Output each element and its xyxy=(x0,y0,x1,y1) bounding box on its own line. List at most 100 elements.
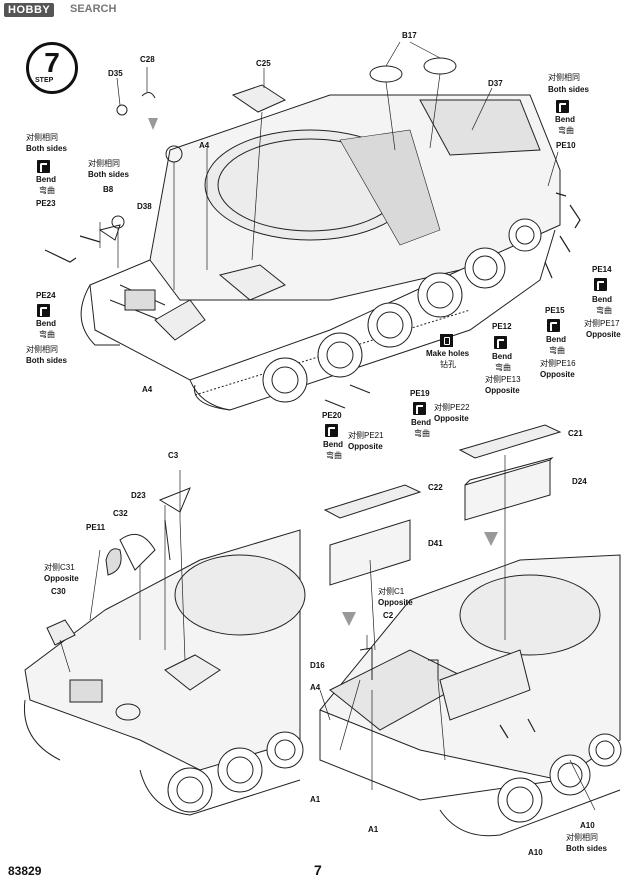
part-label: PE11 xyxy=(86,523,106,532)
part-label: B17 xyxy=(402,31,417,40)
bend-icon xyxy=(556,100,569,113)
note-bend-cn: 弯曲 xyxy=(558,126,574,135)
part-label: A1 xyxy=(310,795,321,804)
part-label: C21 xyxy=(568,429,583,438)
note-opposite-en: Opposite xyxy=(586,330,621,339)
note-both-sides-en: Both sides xyxy=(26,144,67,153)
note-bend-cn: 弯曲 xyxy=(414,429,430,438)
part-label: C22 xyxy=(428,483,443,492)
note-opposite-cn: 对侧PE21 xyxy=(348,431,384,440)
part-label: C30 xyxy=(51,587,66,596)
note-both-sides-en: Both sides xyxy=(566,844,607,853)
part-label: C25 xyxy=(256,59,271,68)
bend-icon xyxy=(325,424,338,437)
note-opposite-cn: 对侧PE22 xyxy=(434,403,470,412)
top-hull-drawing xyxy=(80,94,561,411)
part-label: PE12 xyxy=(492,322,512,331)
part-label: B8 xyxy=(103,185,114,194)
note-both-sides-en: Both sides xyxy=(26,356,67,365)
part-label: PE10 xyxy=(556,141,576,150)
note-both-sides-cn: 对侧相同 xyxy=(26,133,58,142)
step-badge: 7 STEP xyxy=(26,42,78,94)
note-bend-en: Bend xyxy=(36,175,56,184)
part-label: A10 xyxy=(580,821,595,830)
note-opposite-en: Opposite xyxy=(434,414,469,423)
note-bend-cn: 弯曲 xyxy=(495,363,511,372)
part-label: D35 xyxy=(108,69,123,78)
direction-arrows xyxy=(148,118,498,626)
note-opposite-cn: 对侧C1 xyxy=(378,587,405,596)
note-opposite-en: Opposite xyxy=(540,370,575,379)
part-label: C2 xyxy=(383,611,394,620)
part-label: A4 xyxy=(142,385,153,394)
note-bend-en: Bend xyxy=(546,335,566,344)
bend-icon xyxy=(37,160,50,173)
note-bend-en: Bend xyxy=(592,295,612,304)
note-bend-en: Bend xyxy=(411,418,431,427)
part-label: A1 xyxy=(368,825,379,834)
note-opposite-en: Opposite xyxy=(378,598,413,607)
note-opposite-cn: 对侧PE16 xyxy=(540,359,576,368)
part-label: A10 xyxy=(528,848,543,857)
note-bend-cn: 弯曲 xyxy=(39,186,55,195)
search-watermark: SEARCH xyxy=(70,3,117,15)
product-code: 83829 xyxy=(8,864,42,878)
part-label: D41 xyxy=(428,539,443,548)
part-label: PE20 xyxy=(322,411,342,420)
part-label: PE15 xyxy=(545,306,565,315)
part-label: PE24 xyxy=(36,291,56,300)
note-bend-cn: 弯曲 xyxy=(39,330,55,339)
part-label: D38 xyxy=(137,202,152,211)
note-bend-en: Bend xyxy=(492,352,512,361)
part-label: A4 xyxy=(199,141,210,150)
step-number: 7 xyxy=(44,47,60,78)
bend-icon xyxy=(37,304,50,317)
note-opposite-cn: 对侧PE13 xyxy=(485,375,521,384)
note-bend-cn: 弯曲 xyxy=(549,346,565,355)
note-opposite-en: Opposite xyxy=(348,442,383,451)
note-bend-cn: 弯曲 xyxy=(326,451,342,460)
note-make-holes-cn: 钻孔 xyxy=(440,360,456,369)
part-label: PE14 xyxy=(592,265,612,274)
note-both-sides-cn: 对侧相同 xyxy=(548,73,580,82)
bend-icon xyxy=(594,278,607,291)
bend-icon xyxy=(547,319,560,332)
note-opposite-cn: 对侧PE17 xyxy=(584,319,620,328)
part-label: D37 xyxy=(488,79,503,88)
part-label: D16 xyxy=(310,661,325,670)
note-both-sides-en: Both sides xyxy=(88,170,129,179)
step-word: STEP xyxy=(35,77,54,84)
note-bend-en: Bend xyxy=(36,319,56,328)
leader-lines xyxy=(59,41,596,811)
part-label: C3 xyxy=(168,451,179,460)
part-label: A4 xyxy=(310,683,321,692)
note-make-holes-en: Make holes xyxy=(426,349,470,358)
bottom-right-hull-drawing xyxy=(319,554,622,837)
photo-etched-parts xyxy=(44,192,581,739)
part-label: D24 xyxy=(572,477,587,486)
part-label: D23 xyxy=(131,491,146,500)
note-opposite-cn: 对侧C31 xyxy=(44,563,75,572)
part-label: PE19 xyxy=(410,389,430,398)
bend-icon xyxy=(494,336,507,349)
part-label: C32 xyxy=(113,509,128,518)
watermark-header: HOBBY SEARCH xyxy=(0,0,640,20)
note-bend-cn: 弯曲 xyxy=(596,306,612,315)
bend-icon xyxy=(413,402,426,415)
note-both-sides-cn: 对侧相同 xyxy=(566,833,598,842)
note-opposite-en: Opposite xyxy=(44,574,79,583)
note-bend-en: Bend xyxy=(323,440,343,449)
drill-icon xyxy=(440,334,453,347)
note-opposite-en: Opposite xyxy=(485,386,520,395)
page-number: 7 xyxy=(314,862,322,878)
note-both-sides-cn: 对侧相同 xyxy=(88,159,120,168)
note-bend-en: Bend xyxy=(555,115,575,124)
box-drawings xyxy=(323,424,562,586)
part-label: PE23 xyxy=(36,199,56,208)
bottom-left-hull-drawing xyxy=(23,529,306,816)
part-label: C28 xyxy=(140,55,155,64)
note-both-sides-cn: 对侧相同 xyxy=(26,345,58,354)
hobby-logo: HOBBY xyxy=(4,3,55,17)
note-both-sides-en: Both sides xyxy=(548,85,589,94)
